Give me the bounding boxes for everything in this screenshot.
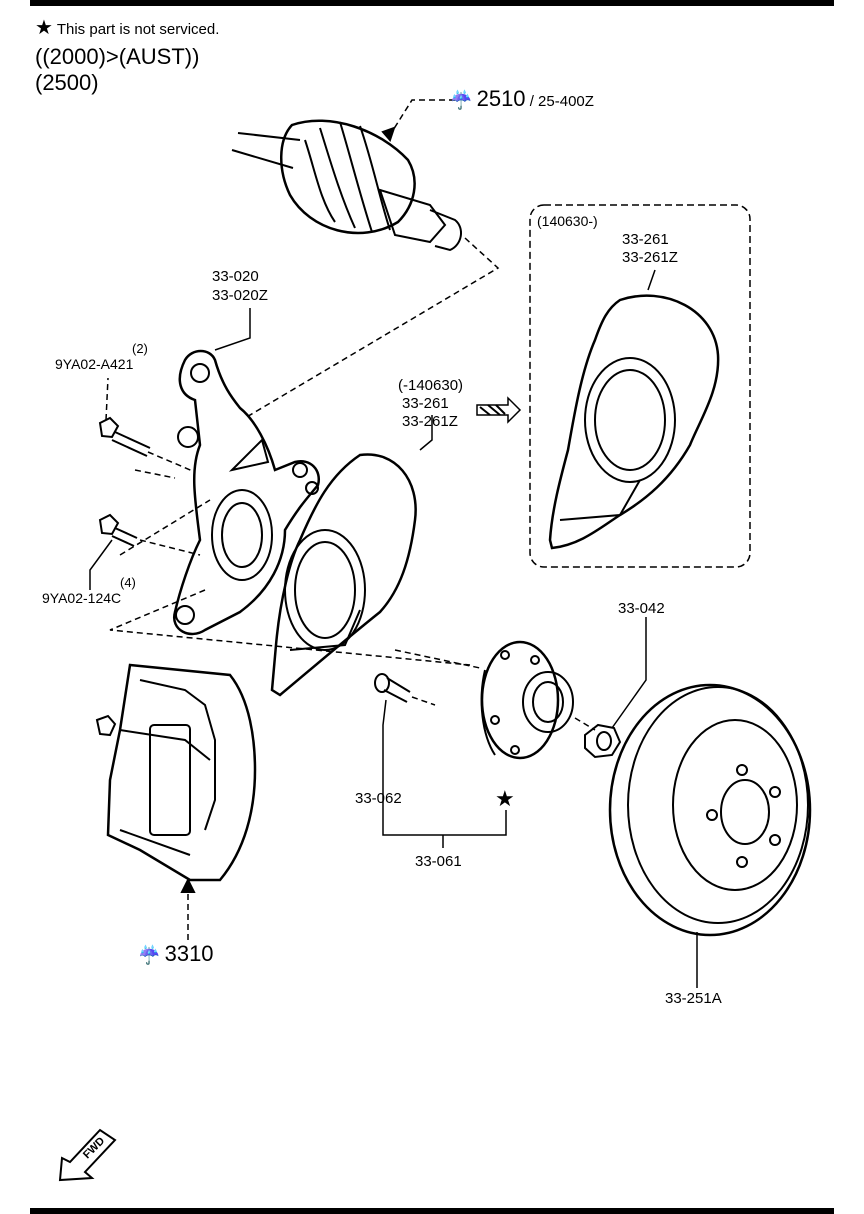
condition-2500: (2500) xyxy=(35,70,99,95)
ref-page-icon: ☔ xyxy=(138,945,161,965)
hub-assembly-star: ★ xyxy=(495,786,515,811)
header-note: ★ This part is not serviced. xyxy=(35,17,220,39)
condition-aust: ((2000)>(AUST)) xyxy=(35,44,200,69)
drive-shaft-ref-suffix: / 25-400Z xyxy=(529,93,594,110)
brake-disc-label: 33-251A xyxy=(665,990,722,1007)
dust-shield-old-code-2: 33-261Z xyxy=(402,413,458,430)
hub-bolt-label: 33-062 xyxy=(355,790,402,807)
ref-page-icon: ☔ xyxy=(450,90,473,110)
caliper-ref[interactable]: ☔ 3310 xyxy=(138,943,214,965)
dust-shield-new-range: (140630-) xyxy=(537,213,598,229)
drive-shaft-drawing xyxy=(231,119,462,252)
hub-nut-label: 33-042 xyxy=(618,600,665,617)
drive-shaft-arrow xyxy=(389,99,455,136)
knuckle-label-1: 33-020 xyxy=(212,268,259,285)
upper-bolt-drawing xyxy=(98,416,151,457)
dust-shield-old-range: (-140630) xyxy=(398,377,464,394)
bottom-border xyxy=(30,1208,834,1214)
dust-shield-new-code-1: 33-261 xyxy=(622,231,669,248)
dust-shield-old-code-1: 33-261 xyxy=(402,395,449,412)
hub-assembly-drawing xyxy=(480,640,574,760)
dust-shield-old-drawing xyxy=(270,453,417,697)
brake-caliper-drawing xyxy=(95,663,257,882)
upper-bolt-qty: (2) xyxy=(132,341,148,356)
star-icon: ★ xyxy=(35,17,53,39)
drive-shaft-ref-number: 2510 xyxy=(476,86,526,111)
caliper-ref-number: 3310 xyxy=(164,941,214,966)
lower-bolt-qty: (4) xyxy=(120,575,136,590)
hub-nut-drawing xyxy=(584,723,622,759)
top-border xyxy=(30,0,834,6)
drive-shaft-ref[interactable]: ☔ 2510 / 25-400Z xyxy=(450,88,594,111)
brake-disc-drawing xyxy=(608,683,812,937)
lower-bolt-code: 9YA02-124C xyxy=(42,590,122,606)
fwd-arrow-icon xyxy=(58,1128,117,1182)
not-serviced-note: This part is not serviced. xyxy=(56,21,220,38)
dust-shield-new-drawing xyxy=(548,294,720,550)
hub-bolt-drawing xyxy=(374,673,411,703)
lower-bolt-drawing xyxy=(98,513,138,547)
knuckle-label-2: 33-020Z xyxy=(212,287,268,304)
steering-knuckle-drawing xyxy=(172,349,321,636)
hub-assembly-label: 33-061 xyxy=(415,853,462,870)
upper-bolt-code: 9YA02-A421 xyxy=(55,356,134,372)
dust-shield-new-code-2: 33-261Z xyxy=(622,249,678,266)
